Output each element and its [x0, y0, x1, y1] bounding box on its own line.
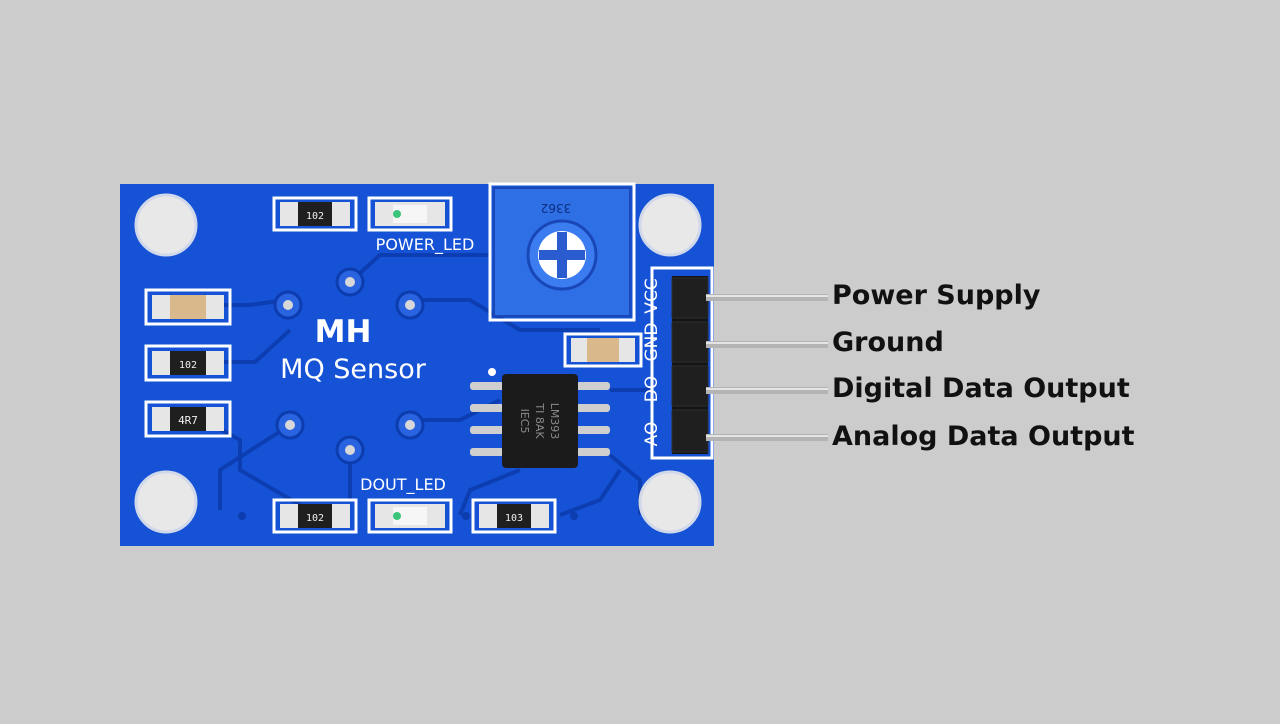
- capacitor-c2: [563, 332, 643, 368]
- dout-led: [367, 498, 453, 534]
- header-pin-4: [706, 434, 828, 441]
- pin-name-vcc: VCC: [642, 278, 662, 313]
- ic-marking-line: LM393: [548, 403, 561, 440]
- header-pin-3: [706, 387, 828, 394]
- pin-label-power-supply: Power Supply: [832, 280, 1041, 311]
- power-led-label: POWER_LED: [376, 235, 475, 255]
- resistor-marking: 4R7: [178, 414, 198, 427]
- comparator-ic: LM393 TI 8AK IEC5: [470, 368, 610, 468]
- dout-led-label: DOUT_LED: [360, 475, 446, 495]
- mounting-hole: [638, 470, 702, 534]
- pin-name-ao: AO: [642, 422, 662, 447]
- resistor-marking: 103: [505, 513, 523, 524]
- pin-name-do: DO: [642, 376, 662, 402]
- ic-marking-line: TI 8AK: [533, 402, 546, 439]
- pin-header: [671, 276, 828, 454]
- header-pin-1: [706, 294, 828, 301]
- mounting-hole: [134, 470, 198, 534]
- mounting-holes: [134, 193, 702, 534]
- resistor-bottom-right: 103: [471, 498, 557, 534]
- board-brand: MH: [315, 314, 372, 350]
- resistor-r2: 102: [144, 344, 232, 382]
- resistor-top: 102: [272, 196, 358, 232]
- potentiometer: 3362: [488, 182, 636, 322]
- resistor-marking: 102: [306, 211, 324, 222]
- pin-name-silkscreen: VCC GND DO AO: [642, 278, 662, 446]
- resistor-marking: 102: [179, 360, 197, 371]
- pin-label-analog-output: Analog Data Output: [832, 421, 1135, 452]
- pot-marking: 3362: [541, 201, 572, 215]
- header-outline: [650, 266, 714, 460]
- mounting-hole: [134, 193, 198, 257]
- pin-name-gnd: GND: [642, 323, 662, 362]
- power-led: [367, 196, 453, 232]
- pcb-board: 102 4R7 102 P: [120, 182, 714, 546]
- resistor-bottom-left: 102: [272, 498, 358, 534]
- board-model: MQ Sensor: [280, 354, 427, 385]
- pin-label-digital-output: Digital Data Output: [832, 373, 1130, 404]
- header-pin-2: [706, 341, 828, 348]
- resistor-marking: 102: [306, 513, 324, 524]
- resistor-c1: [144, 288, 232, 326]
- ic-marking-line: IEC5: [518, 409, 531, 434]
- sensor-socket: [273, 267, 425, 465]
- mounting-hole: [638, 193, 702, 257]
- resistor-r3: 4R7: [144, 400, 232, 438]
- pin-label-ground: Ground: [832, 327, 944, 358]
